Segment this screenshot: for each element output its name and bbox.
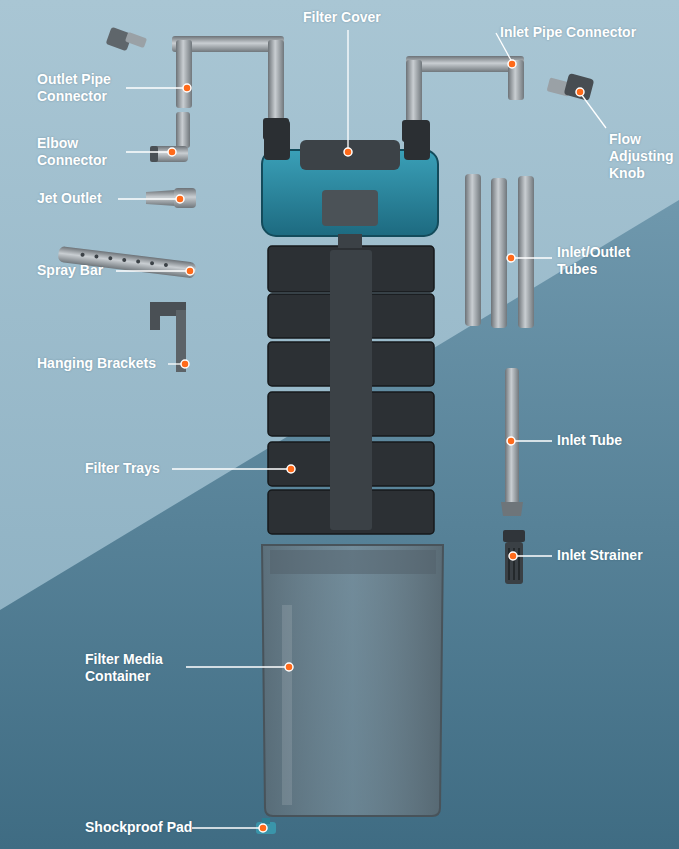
part-label: Inlet/Outlet Tubes [557, 244, 652, 278]
inlet-strainer [503, 530, 525, 584]
leader-lines [116, 30, 606, 828]
callout-dots [168, 60, 584, 832]
part-label: Jet Outlet [37, 190, 102, 207]
part-label: Inlet Pipe Connector [500, 24, 636, 41]
part-label: Filter Cover [303, 9, 381, 26]
part-label: Shockproof Pad [85, 819, 192, 836]
background-band [0, 200, 679, 849]
inlet-tube [501, 368, 523, 516]
shockproof-pad [256, 818, 276, 834]
part-label: Inlet Strainer [557, 547, 643, 564]
tray-handles [330, 250, 372, 530]
part-label: Flow Adjusting Knob [609, 131, 675, 182]
outlet-cap [106, 27, 148, 51]
part-label: Hanging Brackets [37, 355, 156, 372]
filter-cover [262, 120, 438, 248]
filter-trays [268, 246, 434, 534]
part-label: Inlet Tube [557, 432, 622, 449]
filter-media-container [262, 545, 443, 816]
inlet-outlet-tubes [465, 174, 534, 328]
part-label: Spray Bar [37, 262, 103, 279]
elbow-connector [150, 112, 190, 162]
part-label: Filter Trays [85, 460, 160, 477]
jet-outlet [146, 188, 196, 208]
part-label: Elbow Connector [37, 135, 117, 169]
part-label: Filter Media Container [85, 651, 181, 685]
flow-knob [547, 73, 595, 101]
part-label: Outlet Pipe Connector [37, 71, 127, 105]
